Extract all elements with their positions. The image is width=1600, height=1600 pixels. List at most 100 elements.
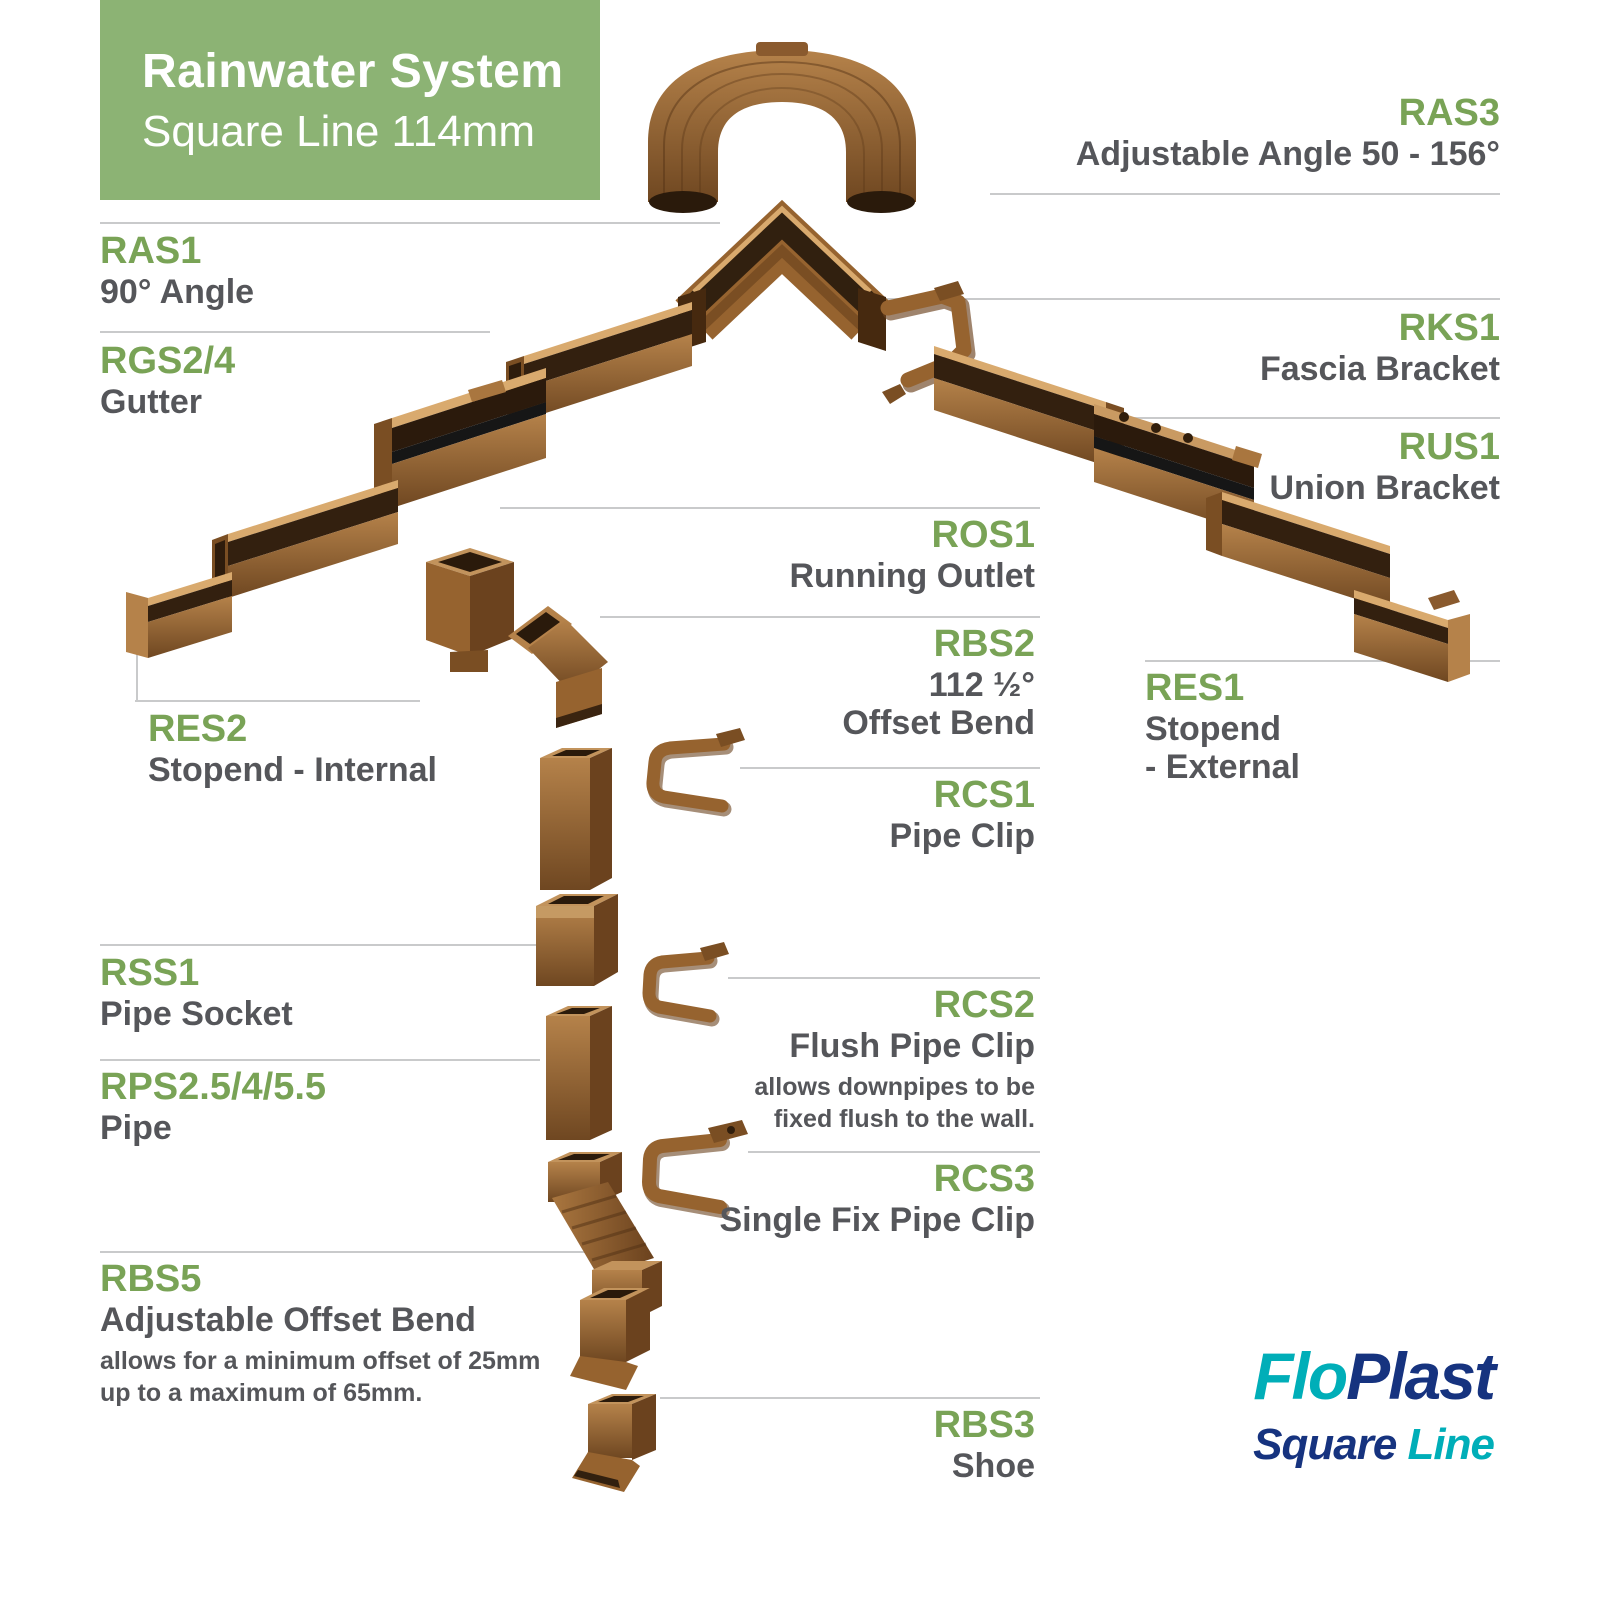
part-name-ras1: 90° Angle [100,272,255,311]
logo-flo: Flo [1253,1339,1348,1413]
part-code-rps: RPS2.5/4/5.5 [100,1066,327,1108]
illustration-rcs1-pipe-clip [646,728,745,817]
label-rus1: RUS1 Union Bracket [1270,426,1501,507]
part-name-rbs2-line2: Offset Bend [842,703,1035,742]
illustration-rbs5-adjustable-offset-bend [548,1152,662,1316]
illustration-rcs3-single-fix-pipe-clip [641,1120,748,1218]
rule-rcs2 [728,977,1040,979]
label-rcs1: RCS1 Pipe Clip [890,774,1035,855]
label-res1: RES1 Stopend - External [1145,667,1300,786]
part-name-rks1: Fascia Bracket [1259,349,1500,388]
logo-square: Square [1253,1420,1397,1469]
part-code-rus1: RUS1 [1398,426,1500,468]
logo-line: Line [1407,1420,1495,1469]
part-name-rbs5: Adjustable Offset Bend [100,1300,476,1339]
part-code-rbs5: RBS5 [100,1258,202,1300]
logo-plast: Plast [1346,1339,1496,1413]
illustration-res1-stopend-external [1354,590,1470,682]
illustration-union-left [374,368,546,508]
part-desc-rbs5-line1: allows for a minimum offset of 25mm [100,1346,541,1375]
part-name-rgs24: Gutter [100,382,202,421]
label-ros1: ROS1 Running Outlet [789,514,1035,595]
rule-rks1 [868,298,1500,300]
label-rgs24: RGS2/4 Gutter [100,340,235,421]
rule-rgs24 [100,331,490,333]
label-ras3: RAS3 Adjustable Angle 50 - 156° [1076,92,1500,173]
part-name-rus1: Union Bracket [1269,468,1501,507]
illustration-pipe-upper [540,748,612,890]
label-rbs3: RBS3 Shoe [934,1404,1035,1485]
rule-rbs2 [600,616,1040,618]
illustration-rbs2-offset-bend [508,606,608,728]
part-code-res2: RES2 [148,708,248,750]
page-subtitle: Square Line 114mm [142,106,535,156]
illustration-gutter-left-lower [212,480,398,598]
header-banner: Rainwater System Square Line 114mm [100,0,600,200]
label-rbs2: RBS2 112 ½° Offset Bend [842,623,1035,742]
label-res2: RES2 Stopend - Internal [148,708,437,789]
illustration-pipe-lower [546,1006,612,1140]
rule-rcs3 [748,1151,1040,1153]
part-desc-rcs2-line2: fixed flush to the wall. [773,1105,1035,1134]
illustration-ros1-running-outlet [426,548,514,672]
illustration-ras3-adjustable-angle [648,42,916,213]
part-name-rcs2: Flush Pipe Clip [789,1026,1035,1065]
part-name-rps: Pipe [100,1108,172,1147]
part-code-res1: RES1 [1145,667,1245,709]
part-name-ros1: Running Outlet [789,556,1035,595]
part-code-rcs2: RCS2 [933,984,1035,1026]
rule-rcs1 [740,767,1040,769]
part-code-rgs24: RGS2/4 [100,340,236,382]
part-name-rbs3: Shoe [951,1446,1035,1485]
label-rcs2: RCS2 Flush Pipe Clip allows downpipes to… [754,984,1035,1136]
rule-res2 [135,700,420,702]
illustration-shoe-upper [570,1288,650,1390]
part-name-res1-line2: - External [1145,747,1300,786]
rule-ros1 [500,507,1040,509]
floplast-logo: FloPlast Square Line [1253,1338,1496,1470]
squareline-wordmark: Square Line [1253,1420,1495,1470]
part-code-rcs1: RCS1 [933,774,1035,816]
rule-rus1 [1082,417,1500,419]
part-code-rbs3: RBS3 [933,1404,1035,1446]
label-ras1: RAS1 90° Angle [100,230,254,311]
illustration-gutter-right-lower [1206,492,1390,610]
rule-rss1 [100,944,540,946]
label-rps: RPS2.5/4/5.5 Pipe [100,1066,326,1147]
part-name-rbs2-line1: 112 ½° [928,665,1035,704]
part-desc-rcs2-line1: allows downpipes to be [754,1072,1035,1101]
part-name-rcs1: Pipe Clip [889,816,1035,855]
part-code-rks1: RKS1 [1398,307,1500,349]
illustration-rss1-pipe-socket [536,894,618,986]
rule-rps [100,1059,540,1061]
illustration-ras1-90-angle [675,199,889,351]
part-name-rcs3: Single Fix Pipe Clip [719,1200,1036,1239]
connector-res2 [136,632,138,700]
label-rbs5: RBS5 Adjustable Offset Bend allows for a… [100,1258,540,1410]
part-code-rcs3: RCS3 [933,1158,1035,1200]
part-desc-rbs5-line2: up to a maximum of 65mm. [100,1379,423,1408]
part-code-ras3: RAS3 [1398,92,1500,134]
rule-res1 [1145,660,1500,662]
part-name-ras3: Adjustable Angle 50 - 156° [1075,134,1500,173]
rule-ras3 [990,193,1500,195]
rule-ras1 [100,222,720,224]
rule-rbs5 [100,1251,590,1253]
part-code-rbs2: RBS2 [933,623,1035,665]
illustration-rbs3-shoe [572,1394,656,1492]
page-title: Rainwater System [142,44,564,98]
illustration-rcs2-flush-pipe-clip [642,942,729,1027]
rule-rbs3 [660,1397,1040,1399]
part-code-ras1: RAS1 [100,230,202,272]
part-name-res2: Stopend - Internal [148,750,437,789]
part-code-ros1: ROS1 [931,514,1035,556]
label-rcs3: RCS3 Single Fix Pipe Clip [720,1158,1036,1239]
label-rss1: RSS1 Pipe Socket [100,952,293,1033]
part-name-rss1: Pipe Socket [100,994,293,1033]
part-name-res1-line1: Stopend [1145,709,1281,748]
floplast-wordmark: FloPlast [1253,1338,1496,1414]
label-rks1: RKS1 Fascia Bracket [1260,307,1500,388]
illustration-res2-stopend-internal [126,572,232,658]
